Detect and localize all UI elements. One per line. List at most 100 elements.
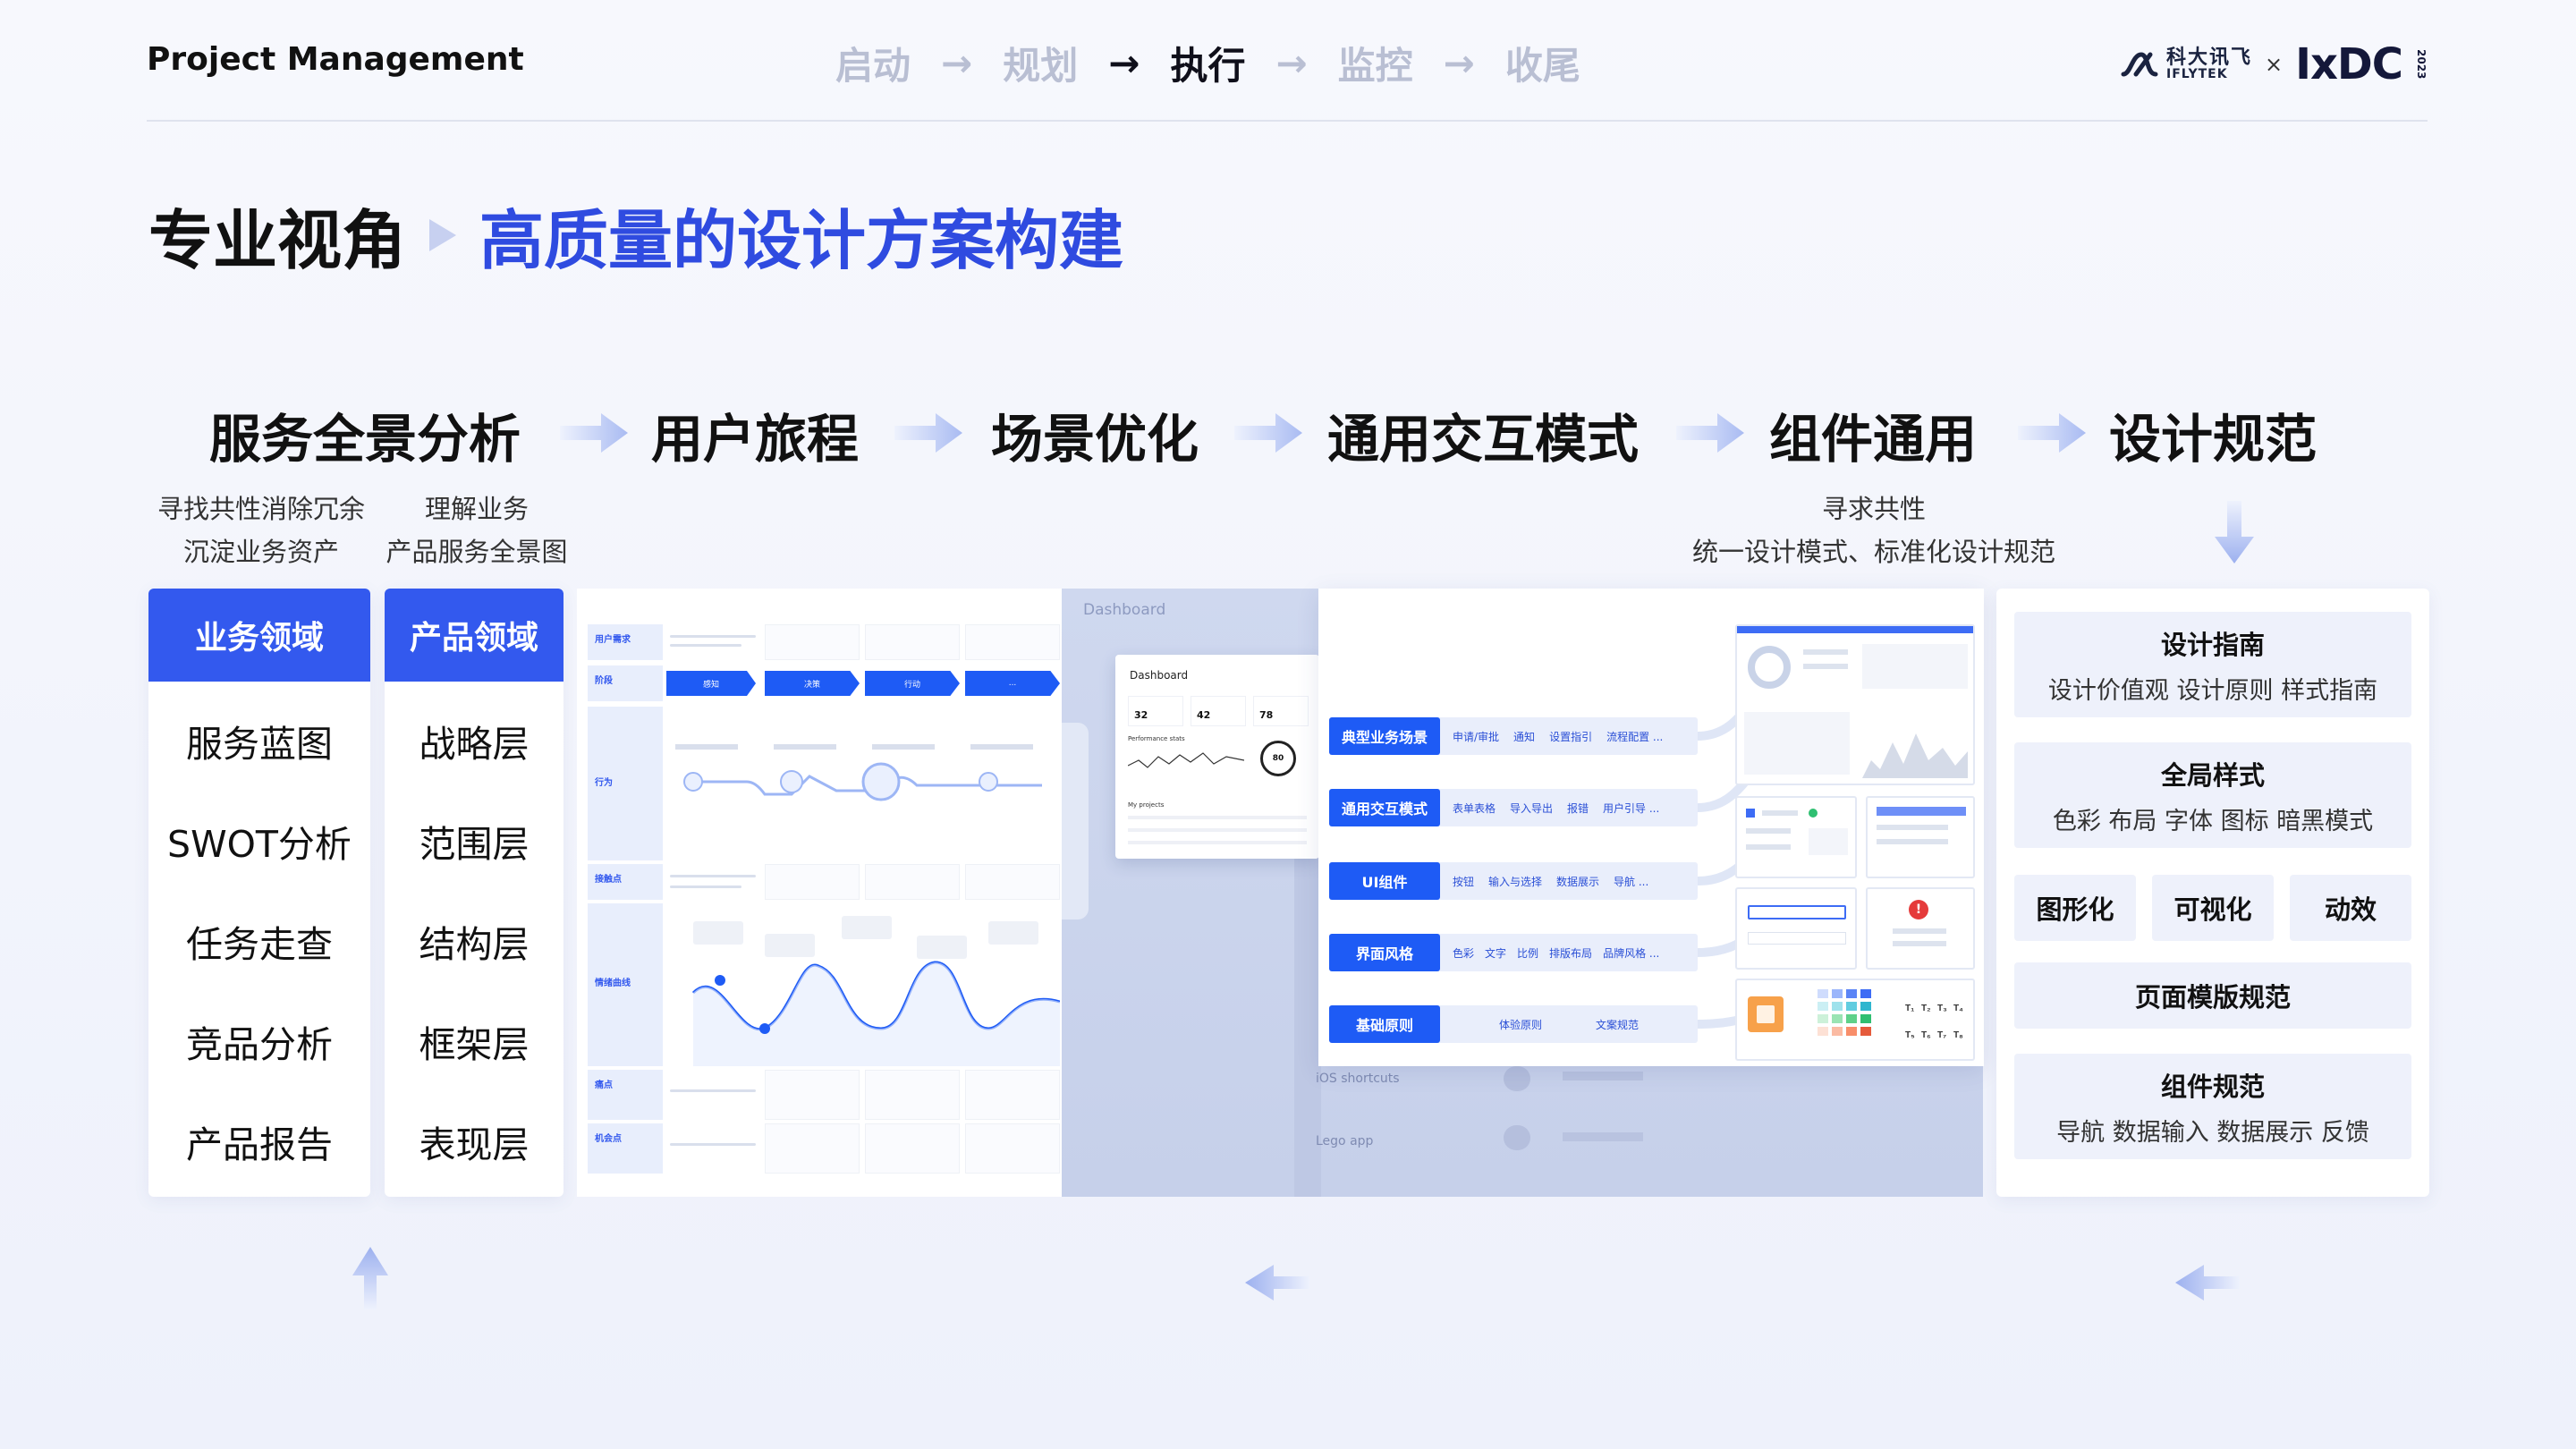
desc-mid-2: 产品服务全景图: [386, 537, 568, 567]
phase-close[interactable]: 收尾: [1504, 44, 1580, 88]
svg-text:T₁: T₁: [1905, 1004, 1914, 1013]
arrow-left-icon: [2175, 1265, 2240, 1301]
phase-plan[interactable]: 规划: [1003, 44, 1079, 88]
journey-stage: 感知: [666, 671, 756, 696]
preview-list-mock: [1866, 796, 1975, 878]
phase-start[interactable]: 启动: [835, 44, 911, 88]
arrow-right-icon: →: [1108, 41, 1140, 85]
times-sign: ×: [2265, 52, 2284, 77]
journey-behavior-flow: [675, 744, 1042, 801]
arrow-down-icon: [2215, 501, 2254, 564]
pattern-row: 界面风格 色彩文字比例排版布局品牌风格 ...: [1329, 934, 1698, 971]
desc-right-1: 寻求共性: [1821, 494, 1926, 524]
business-domain-header: 业务领域: [148, 589, 370, 682]
arrow-up-icon: [352, 1247, 388, 1309]
phase-execute[interactable]: 执行: [1170, 44, 1246, 88]
color-palette: [1818, 989, 1871, 1036]
svg-text:T₃: T₃: [1937, 1004, 1947, 1013]
iflytek-mark-icon: [2121, 52, 2158, 77]
arrow-right-icon: →: [1275, 41, 1308, 85]
journey-row-label: 接触点: [588, 864, 663, 900]
journey-row-label: 痛点: [588, 1070, 663, 1120]
ixdc-logo: IxDC: [2295, 39, 2403, 89]
phase-monitor[interactable]: 监控: [1337, 44, 1413, 88]
step-user-journey: 用户旅程: [651, 409, 860, 470]
ixdc-year: 2023: [2415, 49, 2428, 80]
step-service-analysis: 服务全景分析: [209, 409, 521, 470]
product-domain-column: 产品领域 战略层 范围层 结构层 框架层 表现层: [385, 589, 564, 1197]
spec-graphic: 图形化: [2014, 875, 2136, 941]
page-subtitle: 高质量的设计方案构建: [479, 203, 1124, 278]
step-scene-optimize: 场景优化: [991, 409, 1199, 470]
journey-stage: 行动: [865, 671, 960, 696]
pattern-row: 典型业务场景 申请/审批通知设置指引流程配置 ...: [1329, 717, 1698, 755]
alert-icon: !: [1909, 900, 1928, 919]
partner-logos: 科大讯飞 IFLYTEK × IxDC 2023: [2120, 39, 2428, 89]
product-item: 表现层: [419, 1123, 530, 1166]
step-interaction-pattern: 通用交互模式: [1327, 409, 1640, 470]
dashboard-card-title: Dashboard: [1130, 669, 1189, 682]
business-item: SWOT分析: [167, 823, 352, 866]
business-item: 竞品分析: [186, 1023, 333, 1066]
iflytek-cn: 科大讯飞: [2165, 47, 2252, 69]
journey-emotion-curve: [691, 916, 1060, 1066]
journey-stage: 决策: [765, 671, 860, 696]
flow-arrow-icon: [1676, 413, 1744, 453]
business-item: 任务走查: [186, 923, 333, 966]
journey-row-label: 情绪曲线: [588, 903, 663, 1066]
preview-dashboard-mock: [1735, 624, 1975, 785]
preview-input-mock: [1735, 887, 1857, 970]
journey-stage: ...: [965, 671, 1060, 696]
svg-text:T₅: T₅: [1905, 1030, 1915, 1040]
flow-arrow-icon: [1234, 413, 1302, 453]
journey-row-label: 阶段: [588, 665, 663, 701]
product-item: 战略层: [419, 723, 530, 766]
spec-global-style: 全局样式 色彩 布局 字体 图标 暗黑模式: [2014, 742, 2411, 848]
svg-text:T₇: T₇: [1937, 1030, 1946, 1040]
desc-left-2: 沉淀业务资产: [182, 537, 339, 567]
flow-arrow-icon: [2018, 413, 2086, 453]
svg-text:T₂: T₂: [1921, 1004, 1931, 1013]
business-item: 服务蓝图: [186, 723, 333, 766]
triangle-right-icon: [429, 218, 457, 251]
arrow-right-icon: →: [941, 41, 973, 85]
step-design-spec: 设计规范: [2109, 409, 2318, 470]
product-item: 结构层: [419, 923, 530, 966]
design-spec-panel: 设计指南 设计价值观 设计原则 样式指南 全局样式 色彩 布局 字体 图标 暗黑…: [1996, 589, 2429, 1197]
bg-dashboard-title: Dashboard: [1083, 601, 1166, 619]
svg-text:T₄: T₄: [1953, 1004, 1963, 1013]
journey-row-label: 机会点: [588, 1123, 663, 1174]
journey-row-label: 用户需求: [588, 624, 663, 660]
brand-title: Project Management: [147, 41, 524, 78]
desc-right-2: 统一设计模式、标准化设计规范: [1691, 537, 2055, 567]
iflytek-en: IFLYTEK: [2165, 67, 2228, 81]
preview-form-mock: [1735, 796, 1857, 878]
interaction-pattern-panel: 典型业务场景 申请/审批通知设置指引流程配置 ... 通用交互模式 表单表格导入…: [1318, 589, 1984, 1066]
page-title: 专业视角: [148, 203, 407, 278]
arrow-right-icon: →: [1443, 41, 1475, 85]
iflytek-logo: 科大讯飞 IFLYTEK: [2120, 47, 2252, 81]
product-domain-header: 产品领域: [385, 589, 564, 682]
page-title-row: 专业视角 高质量的设计方案构建: [148, 188, 1123, 282]
svg-text:T₆: T₆: [1921, 1030, 1931, 1040]
step-component-common: 组件通用: [1769, 409, 1978, 470]
product-item: 范围层: [419, 823, 530, 866]
bg-item: iOS shortcuts: [1316, 1072, 1400, 1086]
pattern-row: UI组件 按钮输入与选择数据展示导航 ...: [1329, 862, 1698, 900]
phase-nav: 启动 → 规划 → 执行 → 监控 → 收尾: [835, 36, 1580, 90]
preview-alert-mock: !: [1866, 887, 1975, 970]
spec-design-guide: 设计指南 设计价值观 设计原则 样式指南: [2014, 612, 2411, 717]
flow-arrow-icon: [560, 413, 628, 453]
arrow-left-icon: [1245, 1265, 1309, 1301]
pattern-row: 基础原则 体验原则文案规范: [1329, 1005, 1698, 1043]
business-item: 产品报告: [186, 1123, 333, 1166]
pattern-row: 通用交互模式 表单表格导入导出报错用户引导 ...: [1329, 789, 1698, 826]
product-item: 框架层: [419, 1023, 530, 1066]
bg-item: Lego app: [1316, 1134, 1374, 1148]
dashboard-card: Dashboard 32 42 78 Performance stats 80 …: [1115, 655, 1319, 859]
spec-page-template: 页面模版规范: [2014, 962, 2411, 1029]
spec-motion: 动效: [2290, 875, 2411, 941]
desc-left-1: 寻找共性消除冗余: [157, 494, 365, 524]
